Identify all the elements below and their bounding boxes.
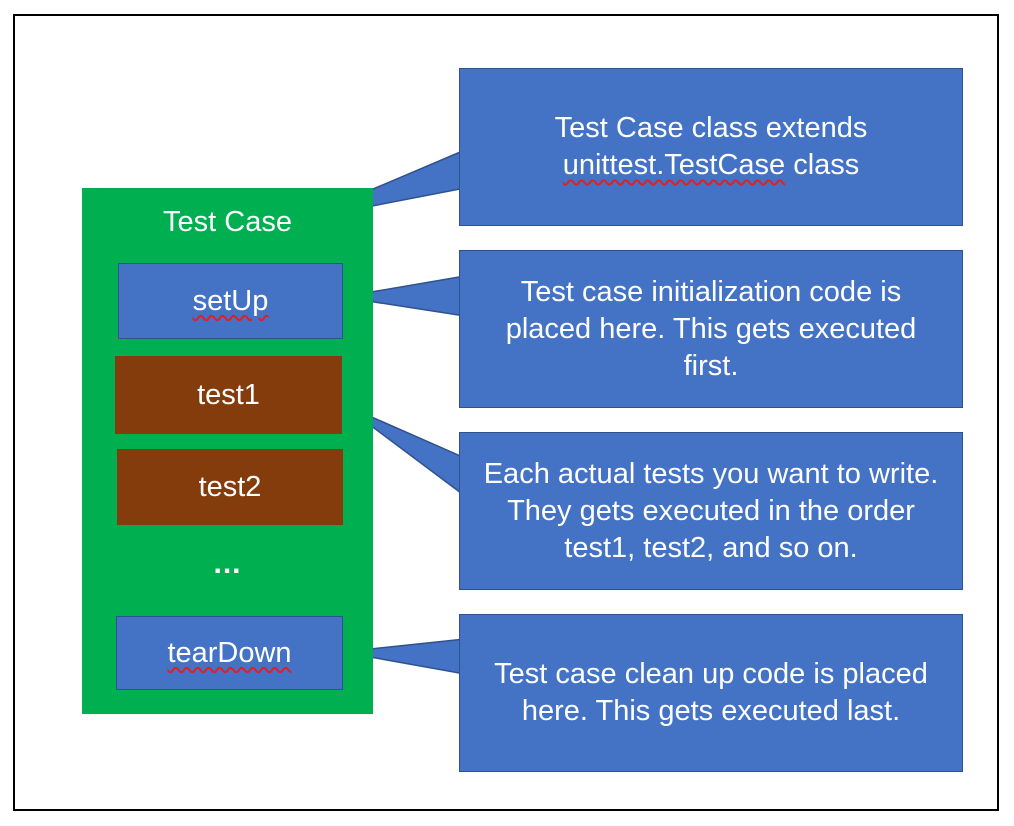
test2-box: test2	[117, 449, 343, 525]
callout-setup: Test case initialization code is placed …	[459, 250, 963, 408]
callout-tests: Each actual tests you want to write. The…	[459, 432, 963, 590]
callout-class-extends-text-c: class	[785, 149, 860, 181]
callout-tests-text: Each actual tests you want to write. The…	[483, 457, 939, 564]
setup-box: setUp	[118, 263, 343, 339]
callout-class-extends-text-a: Test Case class extends	[554, 112, 868, 144]
callout-class-extends: Test Case class extends unittest.TestCas…	[459, 68, 963, 226]
callout-class-extends-text: Test Case class extends unittest.TestCas…	[482, 110, 940, 184]
callout-teardown-text: Test case clean up code is placed here. …	[494, 658, 928, 727]
more-tests-ellipsis: ...	[213, 547, 242, 580]
test1-box: test1	[115, 356, 342, 434]
test1-label: test1	[197, 378, 260, 411]
test2-label: test2	[198, 470, 262, 503]
callout-teardown: Test case clean up code is placed here. …	[459, 614, 963, 772]
setup-label: setUp	[192, 284, 269, 317]
teardown-box: tearDown	[116, 616, 343, 690]
teardown-label: tearDown	[167, 636, 292, 669]
test-case-title: Test Case	[163, 206, 292, 238]
callout-setup-text: Test case initialization code is placed …	[505, 275, 917, 382]
callout-unittest-testcase: unittest.TestCase	[562, 149, 786, 181]
